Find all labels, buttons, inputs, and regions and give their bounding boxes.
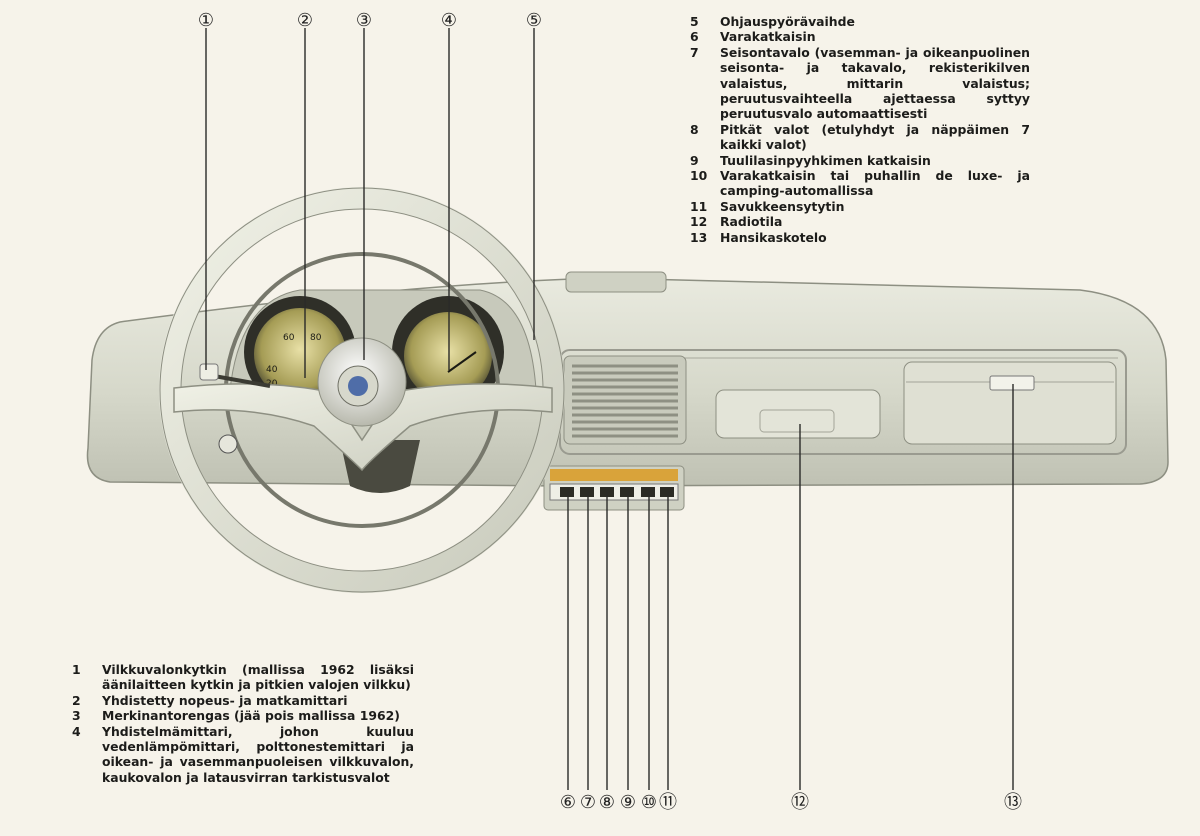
legend-text: Vilkkuvalonkytkin (mallissa 1962 lisäksi…: [102, 662, 414, 693]
legend-top-right: 5 Ohjauspyörävaihde 6 Varakatkaisin 7 Seiso…: [690, 14, 1030, 245]
speedo-tick: 60: [283, 333, 295, 343]
legend-text: Varakatkaisin: [720, 29, 816, 45]
leader-lines: [205, 28, 1014, 790]
callout-9: ⑨: [620, 792, 636, 813]
callout-3: ③: [356, 10, 372, 31]
legend-text: Yhdistelmämittari, johon kuuluu vedenläm…: [102, 723, 414, 785]
legend-num: 1: [72, 662, 81, 677]
callout-5: ⑤: [526, 10, 542, 31]
callout-12: ⑫: [791, 792, 809, 813]
switch-panel: [543, 465, 685, 511]
legend-num: 2: [72, 692, 81, 708]
legend-item: 6 Varakatkaisin: [690, 29, 1030, 44]
legend-num: 12: [690, 214, 708, 230]
callout-7: ⑦: [580, 792, 596, 813]
legend-num: 11: [690, 198, 708, 214]
switch-key: [580, 487, 594, 497]
legend-num: 6: [690, 29, 699, 45]
speaker-grille: [563, 355, 687, 445]
speedo-tick: 80: [310, 333, 322, 343]
callouts-top: ① ② ③ ④ ⑤: [198, 10, 542, 31]
callout-8: ⑧: [599, 792, 615, 813]
switch-key: [641, 487, 655, 497]
legend-item: 9 Tuulilasinpyyhkimen katkaisin: [690, 153, 1030, 168]
switch-key: [620, 487, 634, 497]
legend-item: 4 Yhdistelmämittari, johon kuuluu vedenlä…: [72, 724, 414, 786]
legend-text: Radiotila: [720, 214, 783, 230]
legend-num: 8: [690, 121, 699, 137]
legend-item: 13 Hansikaskotelo: [690, 230, 1030, 245]
legend-item: 7 Seisontavalo (vasemman- ja oikeanpuolin…: [690, 45, 1030, 122]
legend-item: 10 Varakatkaisin tai puhallin de luxe- ja…: [690, 168, 1030, 199]
callout-2: ②: [297, 10, 313, 31]
legend-num: 4: [72, 723, 81, 739]
speedo-tick: 40: [266, 365, 278, 375]
callouts-bottom: ⑥ ⑦ ⑧ ⑨ ⑩ ⑪ ⑫ ⑬: [560, 792, 1022, 813]
callout-10: ⑩: [641, 792, 657, 813]
legend-item: 8 Pitkät valot (etulyhdyt ja näppäimen 7 …: [690, 122, 1030, 153]
legend-num: 3: [72, 708, 81, 724]
glove-box-handle: [989, 375, 1035, 391]
legend-item: 11 Savukkeensytytin: [690, 199, 1030, 214]
combination-gauge-dial: [404, 312, 492, 400]
legend-bottom-left: 1 Vilkkuvalonkytkin (mallissa 1962 lisäks…: [72, 662, 414, 785]
legend-num: 5: [690, 14, 699, 29]
glove-box: [903, 361, 1117, 445]
legend-item: 5 Ohjauspyörävaihde: [690, 14, 1030, 29]
legend-text: Tuulilasinpyyhkimen katkaisin: [720, 152, 931, 168]
legend-item: 3 Merkinantorengas (jää pois mallissa 196…: [72, 708, 414, 723]
callout-4: ④: [441, 10, 457, 31]
switch-key: [560, 487, 574, 497]
legend-text: Pitkät valot (etulyhdyt ja näppäimen 7 k…: [720, 121, 1030, 153]
legend-num: 13: [690, 229, 708, 245]
callout-13: ⑬: [1004, 792, 1022, 813]
callout-1: ①: [198, 10, 214, 31]
switch-key: [660, 487, 674, 497]
legend-text: Ohjauspyörävaihde: [720, 14, 855, 29]
legend-item: 12 Radiotila: [690, 214, 1030, 229]
legend-text: Varakatkaisin tai puhallin de luxe- ja c…: [720, 168, 1030, 199]
callout-11: ⑪: [659, 792, 677, 813]
legend-num: 9: [690, 152, 699, 168]
legend-text: Yhdistetty nopeus- ja matkamittari: [102, 692, 348, 708]
legend-num: 10: [690, 168, 708, 184]
legend-text: Savukkeensytytin: [720, 198, 845, 214]
callout-6: ⑥: [560, 792, 576, 813]
turn-signal-lever: [199, 363, 271, 388]
legend-text: Merkinantorengas (jää pois mallissa 1962…: [102, 708, 400, 724]
legend-text: Seisontavalo (vasemman- ja oikeanpuoline…: [720, 44, 1030, 122]
legend-num: 7: [690, 44, 699, 60]
legend-text: Hansikaskotelo: [720, 229, 827, 245]
legend-item: 2 Yhdistetty nopeus- ja matkamittari: [72, 693, 414, 708]
legend-item: 1 Vilkkuvalonkytkin (mallissa 1962 lisäks…: [72, 662, 414, 693]
ignition-knob: [218, 434, 238, 454]
radio-slot: [715, 389, 881, 439]
steering-wheel: [159, 187, 565, 593]
